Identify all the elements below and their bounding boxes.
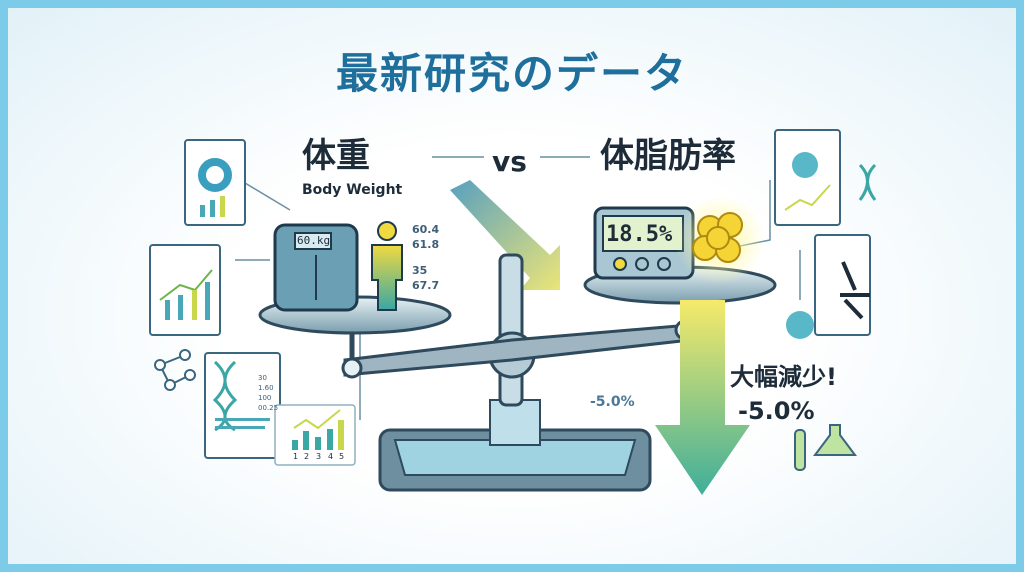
doc-top-left (184, 139, 246, 226)
dna-value: 1.60 (258, 384, 274, 392)
headline-change: 大幅減少! (730, 363, 837, 391)
bathroom-scale-icon (273, 223, 359, 312)
dna-icon-right (858, 163, 877, 201)
down-arrow (655, 300, 750, 495)
axis-label: 1 (293, 452, 299, 461)
doc-right (774, 129, 871, 339)
fat-cells-icon (692, 212, 743, 263)
doc-mid-left (149, 244, 221, 336)
dna-value: 100 (258, 394, 272, 402)
body-fat-label: 体脂肪率 (600, 136, 736, 176)
dna-value: 00.25 (258, 404, 279, 412)
axis-label: 4 (328, 452, 334, 461)
small-change-label: -5.0% (590, 394, 635, 410)
axis-label: 3 (316, 452, 322, 461)
fat-display: 18.5% (606, 222, 673, 247)
dna-doc (204, 352, 281, 459)
page-title: 最新研究のデータ (335, 49, 688, 98)
weight-value: 35 (412, 264, 428, 277)
vs-label: vs (492, 145, 527, 178)
dna-value: 30 (258, 374, 267, 382)
axis-label: 5 (339, 452, 345, 461)
weight-value: 67.7 (412, 279, 440, 292)
person-icon (371, 221, 403, 311)
flask-icon (794, 424, 857, 471)
body-weight-label-en: Body Weight (302, 182, 403, 198)
body-weight-label: 体重 (302, 136, 370, 176)
scale-display: 60.kg (297, 234, 331, 247)
headline-value: -5.0% (738, 397, 815, 425)
bar-chart-card (274, 404, 356, 466)
axis-label: 2 (304, 452, 310, 461)
diagonal-arrow (450, 180, 560, 290)
molecule-icon (154, 349, 196, 391)
weight-value: 60.4 (412, 223, 440, 236)
body-fat-monitor (593, 206, 695, 280)
weight-value: 61.8 (412, 238, 440, 251)
